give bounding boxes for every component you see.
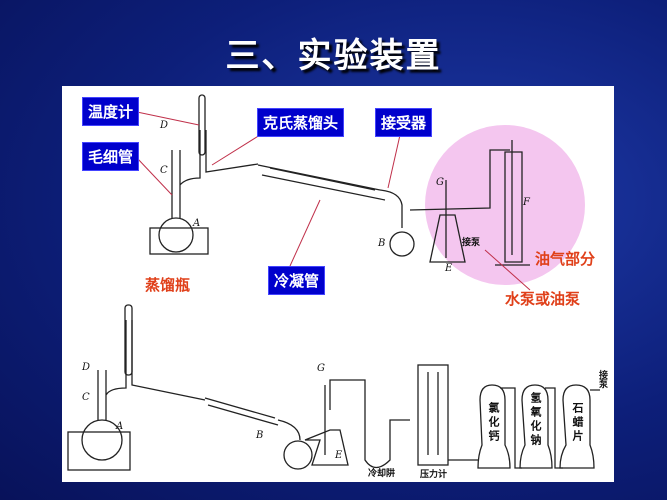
letter-d: D — [160, 120, 169, 131]
letter-g: G — [436, 177, 444, 188]
letter-e: E — [445, 263, 453, 274]
bottle-calcium-chloride: 氯化钙 — [487, 402, 500, 444]
letter-e: E — [335, 450, 343, 461]
label-vacuum-section: 油气部分 — [535, 250, 596, 268]
bottle-sodium-hydroxide: 氢氧化钠 — [529, 392, 542, 448]
callout-condenser: 冷凝管 — [268, 266, 326, 295]
letter-a: A — [193, 218, 201, 229]
label-distilling-flask: 蒸馏瓶 — [145, 276, 191, 294]
slide-title: 三、实验装置 — [225, 36, 442, 76]
cold-trap-label: 冷却阱 — [368, 469, 396, 479]
letter-d: D — [82, 362, 91, 373]
distilling-flask — [158, 217, 194, 253]
flask-e — [429, 214, 466, 263]
tube-g — [409, 149, 510, 258]
manometer-label: 压力计 — [420, 470, 448, 480]
letter-b: B — [378, 238, 386, 249]
letter-b: B — [256, 430, 264, 441]
manometer-f — [504, 140, 523, 263]
callout-capillary: 毛细管 — [82, 142, 140, 171]
letter-g: G — [317, 363, 325, 374]
claisen-head — [171, 130, 259, 218]
adapter — [379, 189, 403, 228]
label-pump: 水泵或油泵 — [505, 290, 581, 308]
callout-claisen-head: 克氏蒸馏头 — [257, 108, 345, 137]
bath — [149, 227, 209, 255]
callout-receiver: 接受器 — [375, 108, 433, 137]
receiver-flask-b — [389, 231, 415, 257]
pump-connection-label: 接泵 — [597, 370, 607, 388]
callout-thermometer: 温度计 — [82, 97, 140, 126]
condenser — [257, 164, 386, 201]
letter-c: C — [82, 392, 90, 403]
letter-f: F — [523, 197, 530, 208]
pump-connection-label: 接泵 — [462, 238, 481, 248]
letter-a: A — [116, 421, 124, 432]
bottle-paraffin: 石蜡片 — [571, 402, 584, 444]
letter-c: C — [160, 165, 168, 176]
